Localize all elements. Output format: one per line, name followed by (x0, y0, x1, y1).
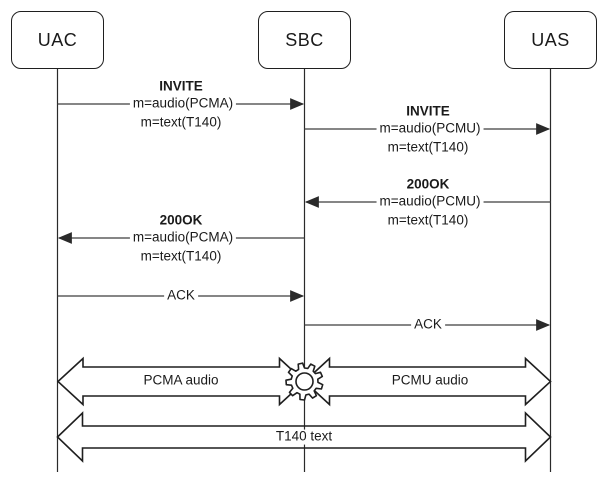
message-sdp-line: m=text(T140) (137, 115, 225, 131)
message-sdp-line: m=audio(PCMU) (376, 194, 484, 210)
message-sdp-line: m=audio(PCMU) (376, 121, 484, 137)
message-sdp-line: m=text(T140) (137, 249, 225, 265)
media-flow-label: PCMU audio (388, 373, 472, 389)
message-title: 200OK (156, 213, 206, 229)
media-arrow-t140-text (56, 411, 552, 463)
actor-label-uas: UAS (531, 29, 570, 50)
message-sdp-line: m=audio(PCMA) (129, 230, 237, 246)
message-title: ACK (411, 317, 445, 333)
message-sdp-line: m=text(T140) (384, 140, 472, 156)
media-flow-label: T140 text (272, 429, 336, 445)
actor-box-uac: UAC (11, 11, 104, 69)
message-sdp-line: m=text(T140) (384, 213, 472, 229)
actor-label-sbc: SBC (285, 29, 324, 50)
message-title: INVITE (156, 79, 206, 95)
actor-box-uas: UAS (504, 11, 597, 69)
actor-box-sbc: SBC (258, 11, 351, 69)
media-arrow-pcmu-audio (303, 356, 552, 407)
gear-hole (295, 372, 314, 391)
message-title: 200OK (403, 177, 453, 193)
message-title: ACK (164, 288, 198, 304)
message-sdp-line: m=audio(PCMA) (129, 96, 237, 112)
media-flow-label: PCMA audio (140, 373, 222, 389)
actor-label-uac: UAC (37, 29, 78, 50)
message-title: INVITE (403, 104, 453, 120)
